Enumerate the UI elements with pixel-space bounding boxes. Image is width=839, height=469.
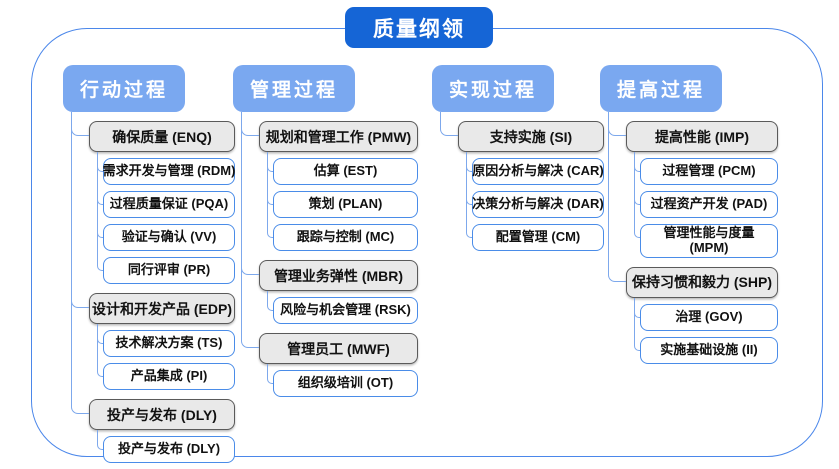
tree-item: 技术解决方案 (TS) — [97, 324, 235, 357]
tree-item: 原因分析与解决 (CAR) — [466, 152, 604, 185]
group-list: 确保质量 (ENQ) 需求开发与管理 (RDM) 过程质量保证 (PQA) 验证… — [63, 112, 235, 463]
column-header-realization: 实现过程 — [432, 65, 554, 112]
leaf-node-rsk: 风险与机会管理 (RSK) — [273, 297, 418, 324]
tree-item: 需求开发与管理 (RDM) — [97, 152, 235, 185]
leaf-node-rdm: 需求开发与管理 (RDM) — [103, 158, 235, 185]
group-list: 规划和管理工作 (PMW) 估算 (EST) 策划 (PLAN) 跟踪与控制 (… — [233, 112, 418, 397]
tree-branch-imp: 提高性能 (IMP) 过程管理 (PCM) 过程资产开发 (PAD) 管理性能与… — [608, 112, 778, 258]
tree-item: 估算 (EST) — [267, 152, 418, 185]
tree-branch-si: 支持实施 (SI) 原因分析与解决 (CAR) 决策分析与解决 (DAR) 配置… — [440, 112, 604, 251]
tree-item: 投产与发布 (DLY) — [97, 430, 235, 463]
child-list: 估算 (EST) 策划 (PLAN) 跟踪与控制 (MC) — [259, 152, 418, 251]
leaf-node-gov: 治理 (GOV) — [640, 303, 778, 331]
group-list: 支持实施 (SI) 原因分析与解决 (CAR) 决策分析与解决 (DAR) 配置… — [432, 112, 604, 251]
tree-item: 跟踪与控制 (MC) — [267, 218, 418, 251]
group-node-mwf: 管理员工 (MWF) — [259, 333, 418, 364]
group-node-pmw: 规划和管理工作 (PMW) — [259, 121, 418, 152]
leaf-node-pqa: 过程质量保证 (PQA) — [103, 191, 235, 218]
leaf-node-pr: 同行评审 (PR) — [103, 257, 235, 284]
leaf-node-mpm: 管理性能与度量 (MPM) — [640, 224, 778, 258]
leaf-node-vv: 验证与确认 (VV) — [103, 224, 235, 251]
child-list: 过程管理 (PCM) 过程资产开发 (PAD) 管理性能与度量 (MPM) — [626, 152, 778, 258]
tree-item: 过程管理 (PCM) — [634, 152, 778, 185]
leaf-node-est: 估算 (EST) — [273, 158, 418, 185]
child-list: 治理 (GOV) 实施基础设施 (II) — [626, 297, 778, 364]
child-list: 技术解决方案 (TS) 产品集成 (PI) — [89, 324, 235, 390]
tree-item: 配置管理 (CM) — [466, 218, 604, 251]
tree-branch-dly: 投产与发布 (DLY) 投产与发布 (DLY) — [71, 390, 235, 463]
group-node-enq: 确保质量 (ENQ) — [89, 121, 235, 152]
leaf-node-dly: 投产与发布 (DLY) — [103, 436, 235, 463]
tree-item: 决策分析与解决 (DAR) — [466, 185, 604, 218]
group-node-mbr: 管理业务弹性 (MBR) — [259, 260, 418, 291]
tree-branch-edp: 设计和开发产品 (EDP) 技术解决方案 (TS) 产品集成 (PI) — [71, 284, 235, 390]
group-node-si: 支持实施 (SI) — [458, 121, 604, 152]
tree-item: 风险与机会管理 (RSK) — [267, 291, 418, 324]
tree-item: 组织级培训 (OT) — [267, 364, 418, 397]
group-node-edp: 设计和开发产品 (EDP) — [89, 293, 235, 324]
leaf-node-plan: 策划 (PLAN) — [273, 191, 418, 218]
column-realization-process: 实现过程 支持实施 (SI) 原因分析与解决 (CAR) 决策分析与解决 (DA… — [432, 65, 604, 251]
child-list: 投产与发布 (DLY) — [89, 430, 235, 463]
column-action-process: 行动过程 确保质量 (ENQ) 需求开发与管理 (RDM) 过程质量保证 (PQ… — [63, 65, 235, 463]
child-list: 组织级培训 (OT) — [259, 364, 418, 397]
tree-item: 过程质量保证 (PQA) — [97, 185, 235, 218]
tree-item: 过程资产开发 (PAD) — [634, 185, 778, 218]
tree-branch-enq: 确保质量 (ENQ) 需求开发与管理 (RDM) 过程质量保证 (PQA) 验证… — [71, 112, 235, 284]
tree-item: 验证与确认 (VV) — [97, 218, 235, 251]
column-management-process: 管理过程 规划和管理工作 (PMW) 估算 (EST) 策划 (PLAN) 跟踪… — [233, 65, 418, 397]
leaf-node-pi: 产品集成 (PI) — [103, 363, 235, 390]
diagram-title: 质量纲领 — [345, 7, 493, 48]
leaf-node-cm: 配置管理 (CM) — [472, 224, 604, 251]
tree-branch-pmw: 规划和管理工作 (PMW) 估算 (EST) 策划 (PLAN) 跟踪与控制 (… — [241, 112, 418, 251]
group-node-imp: 提高性能 (IMP) — [626, 121, 778, 152]
leaf-node-car: 原因分析与解决 (CAR) — [472, 158, 604, 185]
group-node-shp: 保持习惯和毅力 (SHP) — [626, 266, 778, 298]
leaf-node-ts: 技术解决方案 (TS) — [103, 330, 235, 357]
leaf-node-pcm: 过程管理 (PCM) — [640, 158, 778, 185]
tree-branch-shp: 保持习惯和毅力 (SHP) 治理 (GOV) 实施基础设施 (II) — [608, 257, 778, 364]
tree-item: 实施基础设施 (II) — [634, 330, 778, 364]
child-list: 原因分析与解决 (CAR) 决策分析与解决 (DAR) 配置管理 (CM) — [458, 152, 604, 251]
tree-item: 产品集成 (PI) — [97, 357, 235, 390]
group-list: 提高性能 (IMP) 过程管理 (PCM) 过程资产开发 (PAD) 管理性能与… — [600, 112, 778, 364]
column-header-action: 行动过程 — [63, 65, 185, 112]
child-list: 需求开发与管理 (RDM) 过程质量保证 (PQA) 验证与确认 (VV) 同行… — [89, 152, 235, 284]
tree-branch-mwf: 管理员工 (MWF) 组织级培训 (OT) — [241, 324, 418, 397]
column-header-improvement: 提高过程 — [600, 65, 722, 112]
leaf-node-mc: 跟踪与控制 (MC) — [273, 224, 418, 251]
tree-item: 同行评审 (PR) — [97, 251, 235, 284]
tree-branch-mbr: 管理业务弹性 (MBR) 风险与机会管理 (RSK) — [241, 251, 418, 324]
leaf-node-pad: 过程资产开发 (PAD) — [640, 191, 778, 218]
child-list: 风险与机会管理 (RSK) — [259, 291, 418, 324]
leaf-node-dar: 决策分析与解决 (DAR) — [472, 191, 604, 218]
column-header-management: 管理过程 — [233, 65, 355, 112]
tree-item: 管理性能与度量 (MPM) — [634, 218, 778, 258]
tree-item: 治理 (GOV) — [634, 297, 778, 331]
leaf-node-ot: 组织级培训 (OT) — [273, 370, 418, 397]
tree-item: 策划 (PLAN) — [267, 185, 418, 218]
group-node-dly: 投产与发布 (DLY) — [89, 399, 235, 430]
leaf-node-ii: 实施基础设施 (II) — [640, 336, 778, 364]
column-improvement-process: 提高过程 提高性能 (IMP) 过程管理 (PCM) 过程资产开发 (PAD) … — [600, 65, 778, 364]
